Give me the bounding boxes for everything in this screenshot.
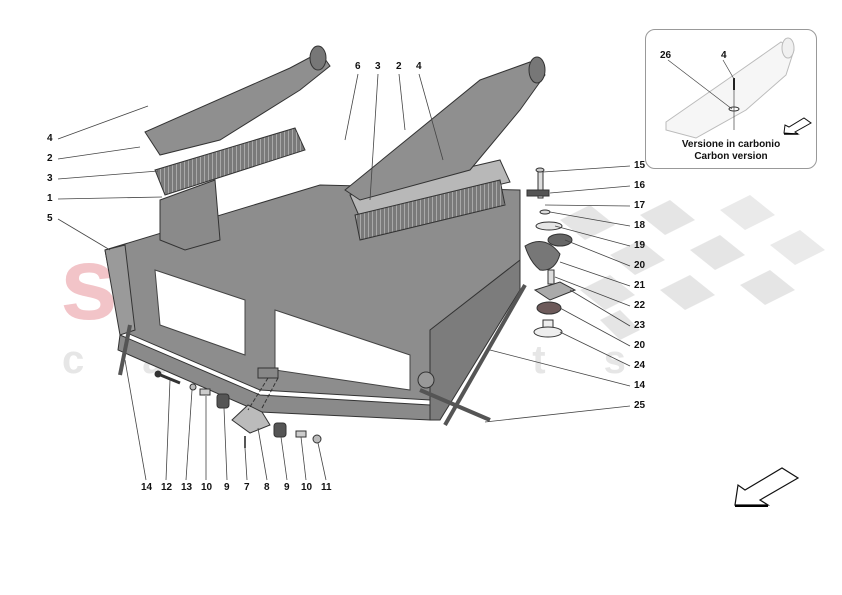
callout-14-bottom: 14 [141,482,153,493]
inset-caption-italian: Versione in carbonio [681,139,781,150]
callout-12: 12 [161,482,173,493]
callout-1: 1 [47,193,53,204]
callout-6: 6 [355,61,361,72]
callout-20-lower: 20 [634,340,646,351]
callout-3: 3 [47,173,53,184]
callout-10: 10 [201,482,213,493]
callout-24: 24 [634,360,646,371]
mounting-parts-stack [524,167,577,338]
callout-7: 7 [244,482,250,493]
checkered-flag-watermark [560,195,825,340]
callout-2-top: 2 [396,61,402,72]
inset-label-4: 4 [721,50,727,61]
callout-8: 8 [264,482,270,493]
callout-4-top: 4 [416,61,422,72]
callout-19: 19 [634,240,646,251]
callout-2: 2 [47,153,53,164]
callout-21: 21 [634,280,646,291]
leader-lines [57,73,631,481]
callout-3-top: 3 [375,61,381,72]
bracket-hardware [154,367,322,448]
callout-23: 23 [634,320,646,331]
carbon-air-intake-drawing [665,37,812,139]
callout-9: 9 [224,482,230,493]
carbon-version-inset: 26 4 Versione in carbonio Carbon version [645,29,817,169]
front-direction-arrow-icon [734,467,800,507]
callout-9-second: 9 [284,482,290,493]
callout-18: 18 [634,220,646,231]
left-air-intake [144,45,331,251]
callout-16: 16 [634,180,646,191]
right-air-intake [344,56,546,241]
callout-15: 15 [634,160,646,171]
callout-22: 22 [634,300,646,311]
callout-20: 20 [634,260,646,271]
callout-10-second: 10 [301,482,313,493]
callout-25: 25 [634,400,646,411]
callout-11: 11 [321,482,332,493]
callout-13: 13 [181,482,193,493]
callout-14-right: 14 [634,380,646,391]
callout-4: 4 [47,133,53,144]
inset-caption-english: Carbon version [694,151,768,162]
inset-label-26: 26 [660,50,672,61]
callout-17: 17 [634,200,646,211]
callout-5: 5 [47,213,53,224]
